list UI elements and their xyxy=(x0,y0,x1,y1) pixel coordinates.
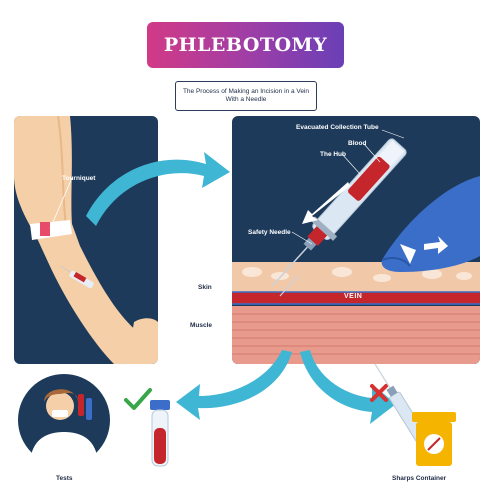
discarded-syringe-icon xyxy=(374,363,438,455)
syringe-icon xyxy=(59,265,94,289)
label-safety-needle: Safety Needle xyxy=(248,229,291,236)
title-banner: PHLEBOTOMY xyxy=(147,22,344,68)
label-evacuated-tube: Evacuated Collection Tube xyxy=(296,124,379,131)
label-muscle: Muscle xyxy=(190,322,213,329)
subtitle-box: The Process of Making an Incision in a V… xyxy=(175,81,317,111)
label-tests: Tests xyxy=(56,475,73,482)
label-vein: VEIN xyxy=(344,293,363,300)
skin-texture xyxy=(242,267,472,282)
label-blood: Blood xyxy=(348,140,367,147)
arm-illustration xyxy=(14,116,158,364)
press-arrow-right xyxy=(424,236,448,254)
needle-illustration xyxy=(232,129,480,364)
sharps-container-icon xyxy=(412,412,456,466)
page-title: PHLEBOTOMY xyxy=(163,34,328,56)
tourniquet-pointer xyxy=(49,177,73,230)
check-icon xyxy=(124,388,152,410)
cross-icon xyxy=(370,384,388,402)
syringe-main-icon xyxy=(271,138,407,287)
arm-shade xyxy=(57,116,67,227)
arm-shape xyxy=(14,116,158,364)
muscle-layer xyxy=(232,306,480,364)
insert-arrow xyxy=(302,182,350,224)
tourniquet-clip xyxy=(40,222,50,236)
needle-panel xyxy=(232,116,480,364)
arm-panel xyxy=(14,116,158,364)
press-arrow-down xyxy=(400,244,416,264)
label-skin: Skin xyxy=(198,284,212,291)
doctor-icon xyxy=(18,374,110,466)
label-tourniquet: Tourniquet xyxy=(62,175,96,182)
label-hub: The Hub xyxy=(320,151,346,158)
vein-vessel xyxy=(232,292,480,304)
label-sharps: Sharps Container xyxy=(392,475,447,482)
test-tube-icon xyxy=(150,400,170,467)
hand-shape xyxy=(130,318,158,361)
